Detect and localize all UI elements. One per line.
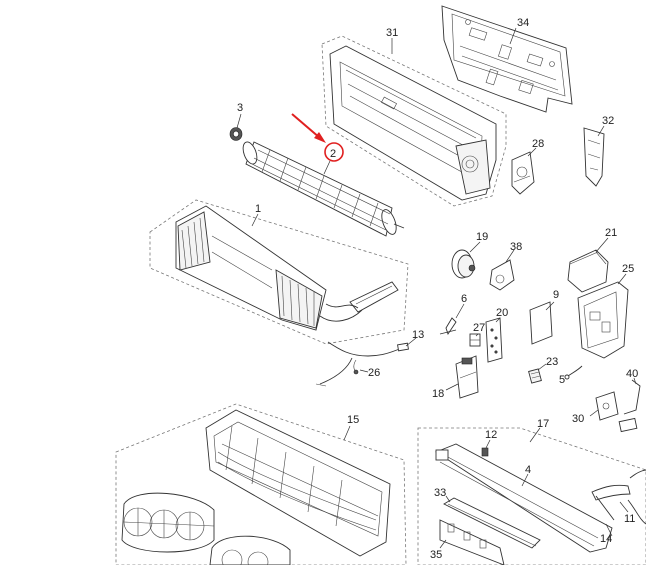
part-label-26: 26 <box>368 367 380 379</box>
part-label-27: 27 <box>473 322 485 334</box>
part-label-5: 5 <box>559 374 565 386</box>
part-label-15: 15 <box>347 414 359 426</box>
front-grille <box>205 409 391 557</box>
part-label-1: 1 <box>255 203 261 215</box>
sensor-wire <box>564 365 583 380</box>
electrical-cover <box>529 301 553 345</box>
part-label-28: 28 <box>532 138 544 150</box>
part-labels: 1 2 3 4 5 6 9 11 12 13 14 15 17 18 19 20… <box>237 17 638 561</box>
bearing-cap <box>229 127 243 141</box>
part-label-31: 31 <box>386 27 398 39</box>
part-label-9: 9 <box>553 289 559 301</box>
part-label-21: 21 <box>605 227 617 239</box>
electrical-box-cover <box>567 249 609 293</box>
drain-fitting <box>618 379 641 433</box>
part-label-6: 6 <box>461 293 467 305</box>
control-board <box>485 317 503 363</box>
terminal-block <box>528 368 542 384</box>
louver <box>443 497 541 549</box>
drain-hose <box>591 469 646 525</box>
part-label-3: 3 <box>237 102 243 114</box>
part-label-17: 17 <box>537 418 549 430</box>
fan-motor <box>451 249 476 279</box>
air-filter-2 <box>209 535 291 565</box>
back-mounting-plate <box>441 5 573 113</box>
part-label-19: 19 <box>476 231 488 243</box>
highlight-callout <box>291 113 344 162</box>
part-label-13: 13 <box>412 329 424 341</box>
part-label-32: 32 <box>602 115 614 127</box>
damper-lever <box>439 317 457 336</box>
motor-mount <box>489 259 515 291</box>
part-label-30: 30 <box>572 413 584 425</box>
part-label-40: 40 <box>626 368 638 380</box>
part-label-14: 14 <box>600 533 612 545</box>
louver-links <box>439 519 505 565</box>
part-label-34: 34 <box>517 17 529 29</box>
part-label-25: 25 <box>622 263 634 275</box>
drain-pan <box>435 443 613 553</box>
drain-bracket <box>595 391 619 421</box>
part-label-12: 12 <box>485 429 497 441</box>
motor-holder <box>511 151 535 195</box>
part-label-35: 35 <box>430 549 442 561</box>
part-label-20: 20 <box>496 307 508 319</box>
rear-chassis <box>329 45 497 201</box>
control-box <box>577 281 629 359</box>
air-filter <box>121 492 215 553</box>
heat-exchanger <box>175 205 399 331</box>
terminal-board <box>455 355 479 399</box>
screw <box>481 447 489 457</box>
cross-flow-fan <box>242 141 405 237</box>
part-label-23: 23 <box>546 356 558 368</box>
part-label-2: 2 <box>330 148 336 160</box>
part-label-38: 38 <box>510 241 522 253</box>
part-label-4: 4 <box>525 464 531 476</box>
part-label-33: 33 <box>434 487 446 499</box>
part-label-18: 18 <box>432 388 444 400</box>
connection-pipe <box>315 341 409 387</box>
small-clip <box>469 333 481 347</box>
part-label-11: 11 <box>624 513 635 525</box>
side-bracket <box>583 127 605 187</box>
